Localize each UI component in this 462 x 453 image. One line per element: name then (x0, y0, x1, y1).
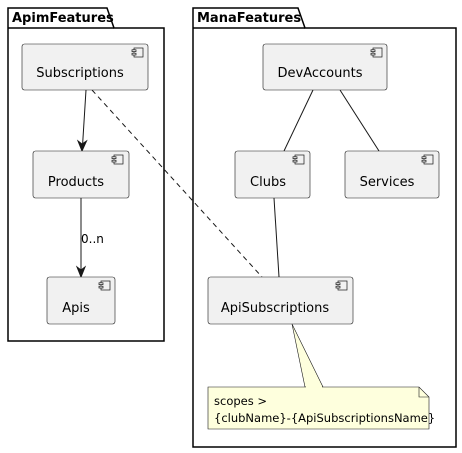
component-apisubscriptions[interactable]: ApiSubscriptions (207, 276, 354, 325)
note-line-1: scopes > (214, 394, 267, 408)
component-label-apisubscriptions: ApiSubscriptions (221, 301, 330, 316)
component-label-devaccounts: DevAccounts (278, 66, 363, 81)
component-devaccounts[interactable]: DevAccounts (262, 43, 388, 91)
package-mana-features: ManaFeatures (192, 7, 457, 448)
component-icon (111, 154, 124, 165)
component-label-clubs: Clubs (250, 175, 286, 190)
package-mana-title: ManaFeatures (197, 11, 301, 26)
note-fold (418, 387, 429, 398)
component-label-products: Products (48, 175, 104, 190)
component-label-apis: Apis (62, 301, 90, 316)
component-label-services: Services (360, 175, 415, 190)
edge-clubs-apisubscriptions (273, 197, 280, 278)
component-products[interactable]: Products (32, 150, 130, 199)
note-scopes: scopes > {clubName}-{ApiSubscriptionsNam… (207, 323, 435, 430)
edge-devaccounts-clubs (283, 89, 314, 152)
note-line-2: {clubName}-{ApiSubscriptionsName} (214, 411, 435, 425)
component-subscriptions[interactable]: Subscriptions (21, 43, 149, 91)
edge-subscriptions-apisubscriptions (91, 89, 263, 278)
package-apim-title: ApimFeatures (12, 11, 114, 26)
component-clubs[interactable]: Clubs (234, 150, 311, 199)
component-label-subscriptions: Subscriptions (36, 66, 124, 81)
note-box (207, 386, 430, 430)
edge-label-products-apis: 0..n (81, 232, 104, 246)
arrowhead-products (76, 139, 88, 153)
component-apis[interactable]: Apis (46, 276, 116, 325)
component-services[interactable]: Services (344, 150, 440, 199)
edge-subscriptions-products (82, 89, 87, 147)
edges: 0..n (75, 89, 380, 279)
arrowhead-apis (75, 265, 87, 279)
edge-devaccounts-services (339, 89, 380, 152)
component-icon (98, 280, 111, 291)
